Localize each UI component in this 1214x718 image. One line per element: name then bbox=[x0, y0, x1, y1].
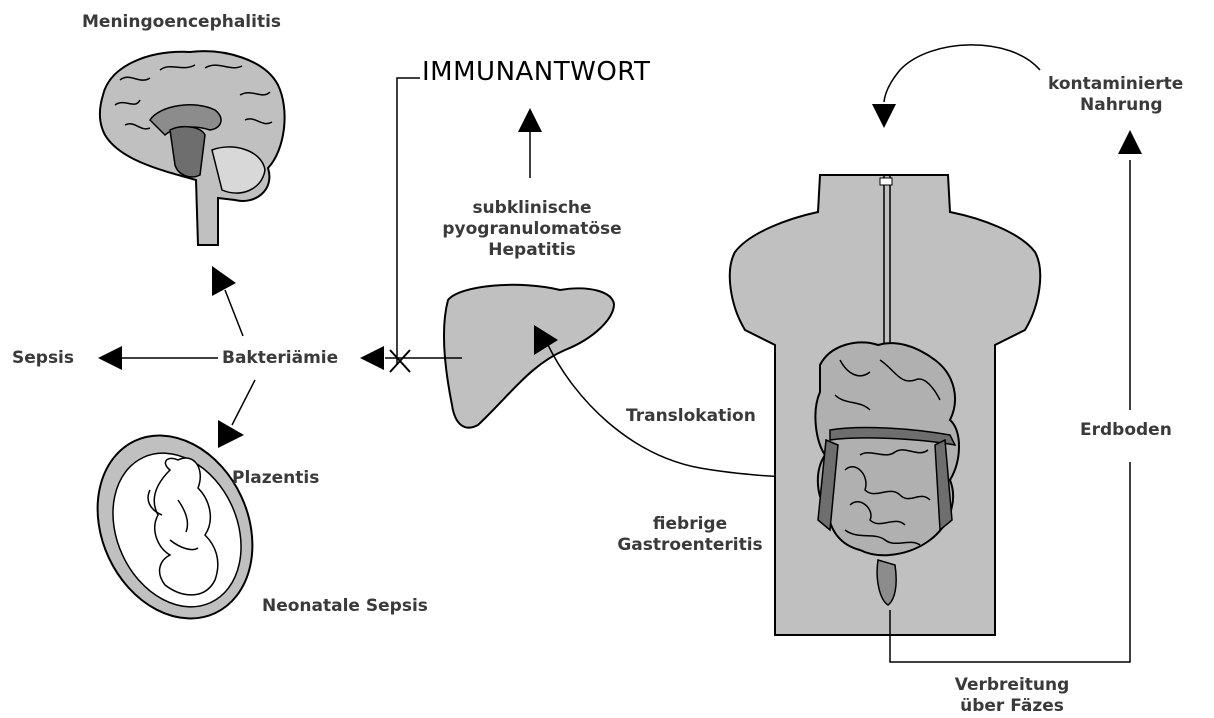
label-neonatale-sepsis: Neonatale Sepsis bbox=[262, 596, 428, 617]
brain-icon bbox=[100, 51, 285, 245]
label-erdboden: Erdboden bbox=[1080, 420, 1172, 441]
arrow-to-plazentis bbox=[218, 380, 255, 448]
label-hepatitis-line-2: pyogranulomatöse bbox=[442, 219, 621, 240]
arrow-to-meningoencephalitis bbox=[212, 266, 243, 336]
label-hepatitis-line-1: subklinische bbox=[442, 198, 621, 219]
fetus-icon bbox=[69, 410, 282, 644]
label-plazentis: Plazentis bbox=[232, 468, 319, 489]
arrow-to-immunantwort bbox=[518, 108, 542, 178]
liver-icon bbox=[444, 285, 614, 428]
label-meningoencephalitis: Meningoencephalitis bbox=[82, 12, 281, 33]
label-hepatitis-line-3: Hepatitis bbox=[442, 240, 621, 261]
label-kontaminierte-line-1: kontaminierte bbox=[1048, 74, 1183, 95]
label-immunantwort: IMMUNANTWORT bbox=[422, 62, 650, 83]
label-sepsis: Sepsis bbox=[12, 348, 74, 369]
label-verbreitung-line-1: Verbreitung bbox=[955, 675, 1070, 696]
label-bakteriaemie: Bakteriämie bbox=[222, 348, 338, 369]
immunantwort-connector bbox=[390, 78, 420, 372]
label-subklinische-hepatitis: subklinische pyogranulomatöse Hepatitis bbox=[442, 198, 621, 261]
label-gastroenteritis-line-2: Gastroenteritis bbox=[617, 535, 762, 556]
label-verbreitung-ueber-faezes: Verbreitung über Fäzes bbox=[955, 675, 1070, 717]
label-translokation: Translokation bbox=[626, 406, 756, 427]
arrow-to-sepsis bbox=[98, 346, 218, 370]
label-fiebrige-gastroenteritis: fiebrige Gastroenteritis bbox=[617, 514, 762, 556]
label-kontaminierte-line-2: Nahrung bbox=[1048, 95, 1183, 116]
label-kontaminierte-nahrung: kontaminierte Nahrung bbox=[1048, 74, 1183, 116]
label-verbreitung-line-2: über Fäzes bbox=[955, 696, 1070, 717]
label-gastroenteritis-line-1: fiebrige bbox=[617, 514, 762, 535]
arrow-to-mouth bbox=[872, 45, 1040, 128]
